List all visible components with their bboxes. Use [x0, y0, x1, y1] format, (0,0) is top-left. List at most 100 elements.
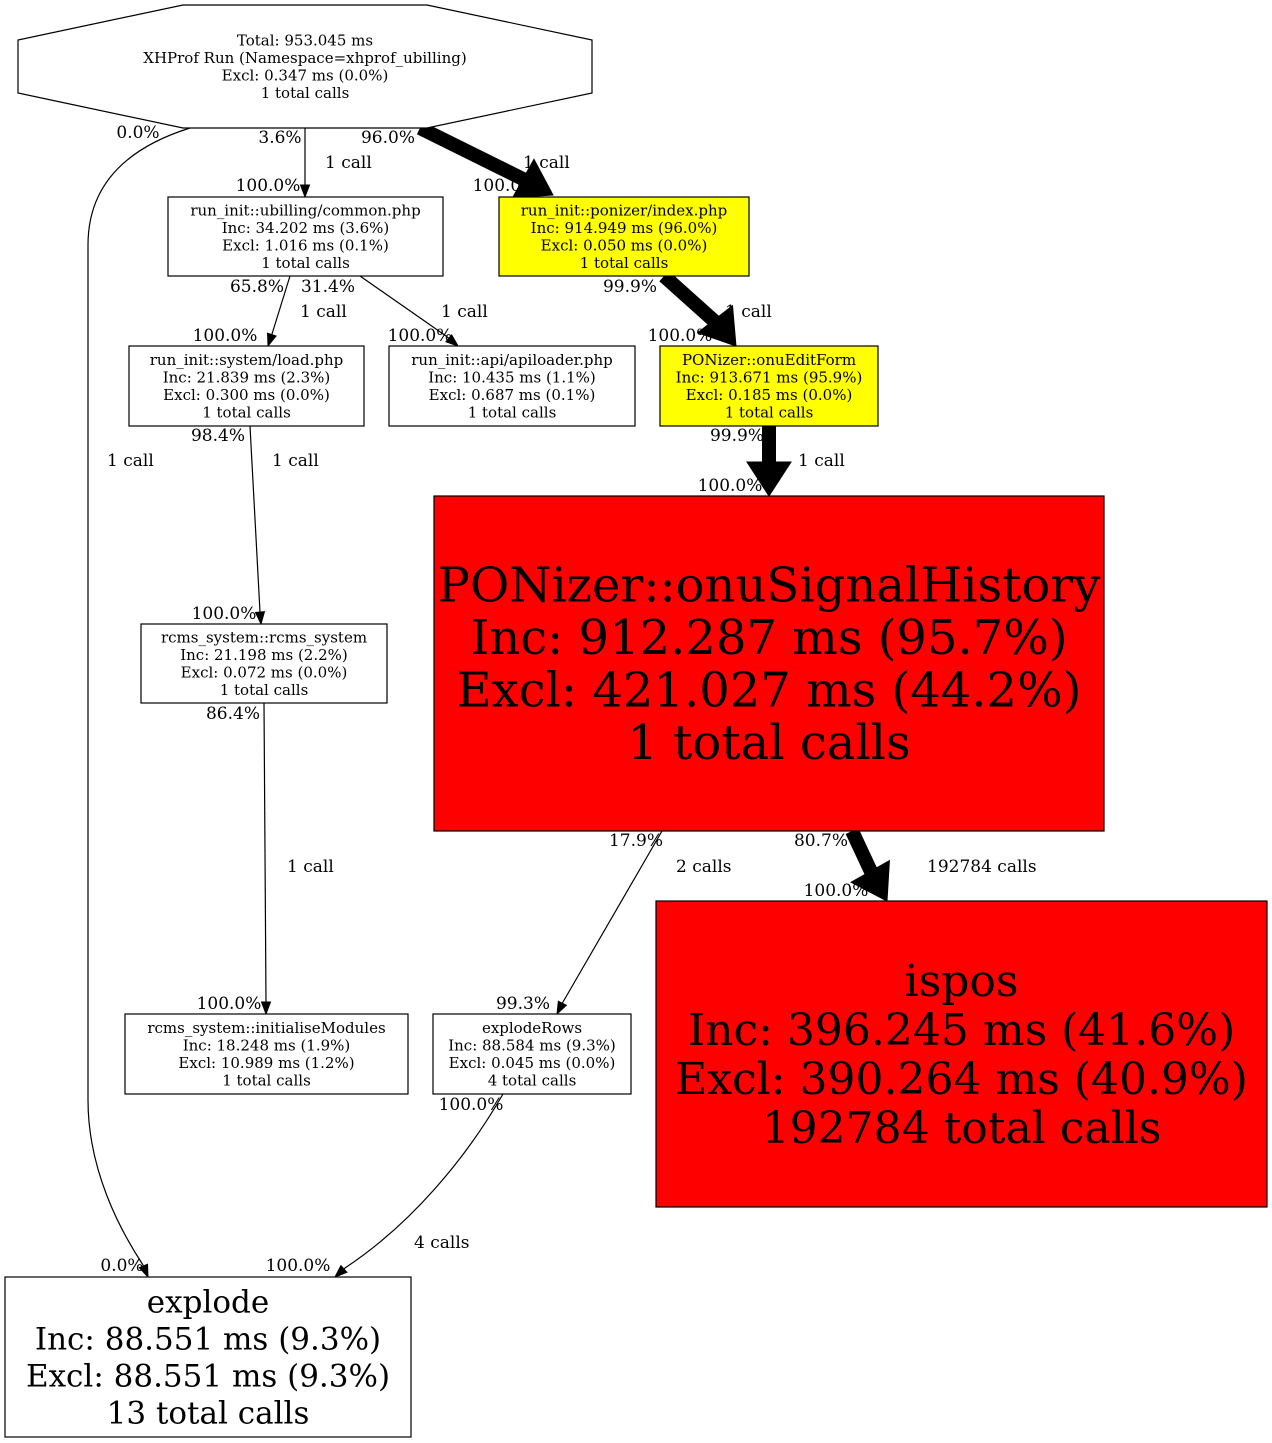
node-label-line: Inc: 88.551 ms (9.3%) [35, 1321, 381, 1357]
edge-target-percent: 100.0% [236, 176, 301, 196]
edge-line [263, 702, 267, 1003]
node-shape [433, 495, 1105, 832]
edge-source-percent: 100.0% [439, 1095, 504, 1115]
edge-onuSignalHistory-to-explodeRows [556, 830, 663, 1016]
edge-rcms_system-to-initialiseModules [260, 702, 272, 1016]
node-label-line: 1 total calls [261, 254, 350, 272]
edge-line [87, 127, 191, 1266]
node-label-line: Excl: 0.687 ms (0.1%) [429, 386, 596, 404]
edge-source-percent: 80.7% [794, 831, 848, 851]
node-label-line: Excl: 0.185 ms (0.0%) [686, 386, 853, 404]
node-label-line: rcms_system::initialiseModules [147, 1019, 385, 1037]
edge-source-percent: 3.6% [258, 128, 301, 148]
edge-source-percent: 17.9% [609, 831, 663, 851]
node-label-line: ispos [905, 956, 1019, 1007]
node-label-line: Excl: 10.989 ms (1.2%) [178, 1054, 354, 1072]
edge-line-end [561, 1001, 564, 1004]
node-label-line: Excl: 390.264 ms (40.9%) [675, 1054, 1248, 1105]
edge-call-count: 1 call [272, 451, 319, 471]
edge-onuSignalHistory-to-ispos [845, 828, 890, 902]
node-label-line: 1 total calls [202, 404, 291, 422]
edge-call-count: 2 calls [676, 857, 731, 877]
node-label-line: Inc: 914.949 ms (96.0%) [531, 219, 718, 237]
edge-source-percent: 86.4% [206, 704, 260, 724]
edge-arrowhead [254, 611, 266, 626]
edge-target-percent: 100.0% [388, 326, 453, 346]
node-label-line: 1 total calls [222, 1072, 311, 1090]
edge-root-to-explode [87, 127, 191, 1279]
edge-ponizer_index-to-onuEditForm [659, 270, 737, 347]
edge-common-to-load [266, 275, 291, 348]
edge-target-percent: 100.0% [804, 881, 869, 901]
edge-source-percent: 99.9% [603, 277, 657, 297]
node-shape [4, 1276, 412, 1438]
node-label-line: 1 total calls [220, 681, 309, 699]
edge-source-percent: 96.0% [361, 128, 415, 148]
node-label-line: Excl: 0.300 ms (0.0%) [163, 386, 330, 404]
node-label-line: Inc: 396.245 ms (41.6%) [688, 1005, 1236, 1056]
edge-call-count: 1 call [300, 302, 347, 322]
edge-call-count: 1 call [798, 451, 845, 471]
edge-line [344, 1093, 504, 1269]
edge-target-percent: 100.0% [192, 604, 257, 624]
edge-source-percent: 31.4% [301, 277, 355, 297]
edge-line [659, 270, 727, 334]
node-shape [659, 345, 879, 427]
edge-target-percent: 99.3% [496, 994, 550, 1014]
edge-call-count: 1 call [441, 302, 488, 322]
edge-target-percent: 100.0% [473, 176, 538, 196]
node-shape [388, 345, 636, 427]
node-label-line: Inc: 10.435 ms (1.1%) [428, 369, 596, 387]
node-shape [17, 4, 593, 129]
node-label-line: run_init::system/load.php [150, 351, 343, 369]
node-label-line: Total: 953.045 ms [237, 32, 373, 50]
edge-root-to-common [299, 128, 311, 199]
node-label-line: Excl: 0.347 ms (0.0%) [222, 67, 389, 85]
node-label-line: XHProf Run (Namespace=xhprof_ubilling) [143, 49, 466, 67]
node-label-line: 13 total calls [107, 1395, 310, 1431]
node-shape [655, 900, 1268, 1208]
node-shape [124, 1013, 409, 1095]
edge-line [249, 425, 261, 613]
edge-call-count: 4 calls [414, 1233, 469, 1253]
node-label-line: Excl: 0.072 ms (0.0%) [181, 664, 348, 682]
edge-line [845, 828, 881, 881]
node-label-line: Excl: 88.551 ms (9.3%) [26, 1358, 390, 1394]
edge-explodeRows-to-explode [333, 1093, 504, 1278]
node-label-line: Inc: 21.198 ms (2.2%) [180, 646, 348, 664]
edge-onuEditForm-to-onuSignalHistory [746, 426, 792, 497]
node-label-line: PONizer::onuEditForm [682, 351, 856, 369]
node-label-line: 1 total calls [627, 715, 910, 771]
edge-target-percent: 100.0% [197, 994, 262, 1014]
node-label-line: Inc: 88.584 ms (9.3%) [448, 1037, 616, 1055]
edge-labels: 17.9% 2 calls 99.3% [496, 831, 731, 1014]
node-label-line: run_init::api/apiloader.php [411, 351, 613, 369]
node-label-line: Inc: 18.248 ms (1.9%) [183, 1037, 351, 1055]
edge-line-end [445, 335, 450, 339]
node-label-line: 192784 total calls [762, 1103, 1162, 1154]
edge-line [359, 275, 447, 337]
edge-line-end [343, 1267, 346, 1270]
node-label-line: Excl: 1.016 ms (0.1%) [222, 237, 389, 255]
